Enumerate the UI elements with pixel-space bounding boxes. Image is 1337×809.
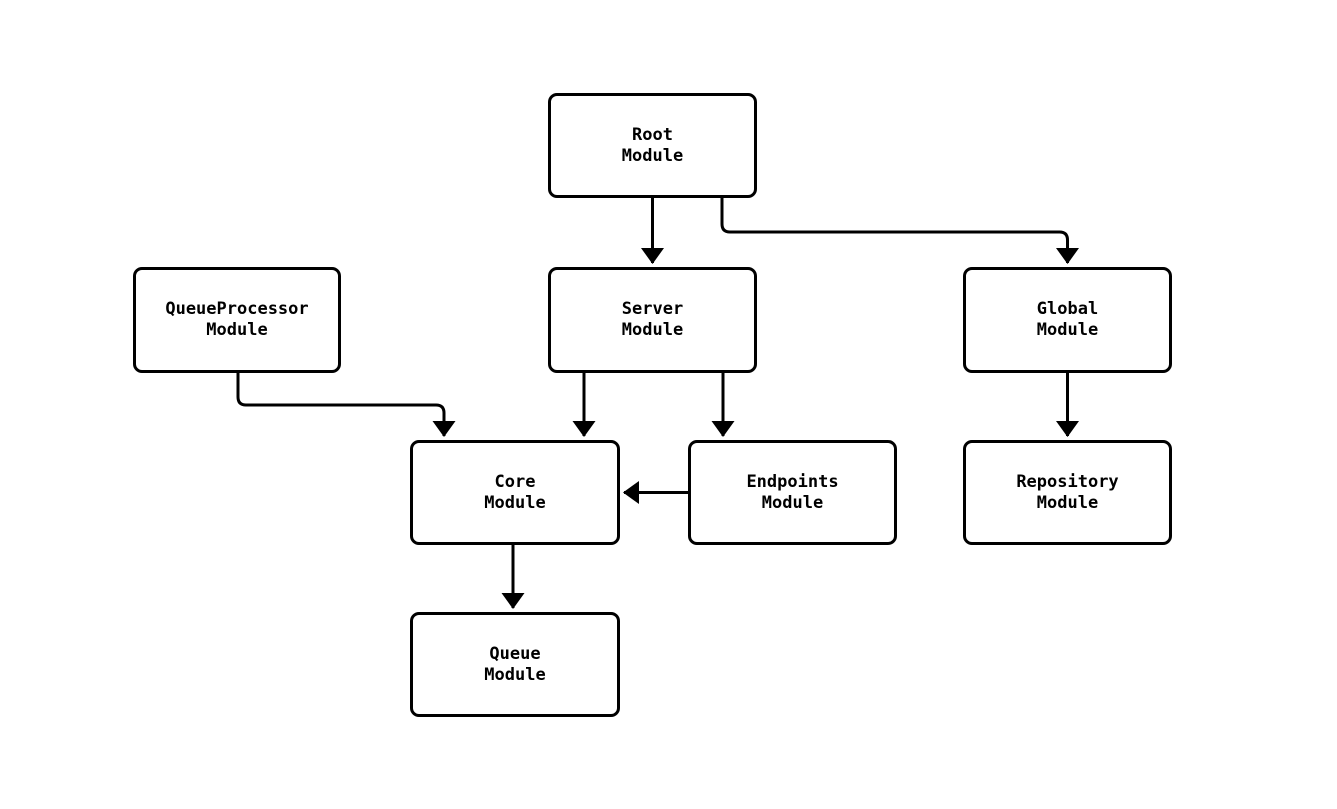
edge-queueprocessor-to-core [236, 373, 456, 437]
node-queueprocessor-module: QueueProcessor Module [133, 267, 341, 373]
node-repository-module: Repository Module [963, 440, 1172, 545]
node-repository-module-label: Repository Module [1016, 471, 1119, 513]
node-root-module: Root Module [548, 93, 757, 198]
node-server-module-label: Server Module [621, 299, 684, 340]
node-queueprocessor-module-label: QueueProcessor Module [165, 299, 309, 340]
node-core-module-label: Core Module [484, 471, 546, 513]
node-endpoints-module: Endpoints Module [688, 440, 897, 545]
edge-root-to-global [720, 198, 1079, 264]
node-root-module-label: Root Module [621, 124, 684, 166]
node-endpoints-module-label: Endpoints Module [746, 471, 839, 513]
node-core-module: Core Module [410, 440, 620, 545]
node-server-module: Server Module [548, 267, 757, 373]
node-global-module-label: Global Module [1036, 299, 1099, 340]
node-queue-module-label: Queue Module [484, 643, 546, 685]
node-global-module: Global Module [963, 267, 1172, 373]
node-queue-module: Queue Module [410, 612, 620, 717]
